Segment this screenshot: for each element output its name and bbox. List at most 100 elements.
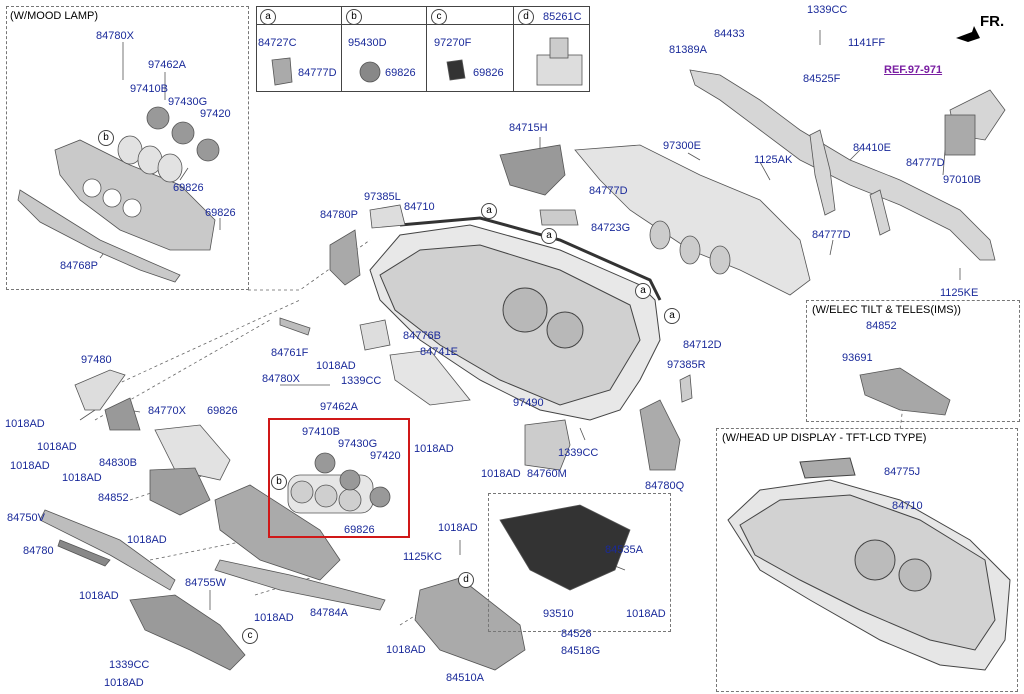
legend-d-part-1[interactable]: 85261C xyxy=(543,11,582,23)
part-label[interactable]: 84775J xyxy=(884,466,921,478)
legend-circle-c: c xyxy=(431,9,447,25)
legend-b-part-2[interactable]: 69826 xyxy=(385,67,416,79)
part-label[interactable]: 1339CC xyxy=(558,447,599,459)
part-label[interactable]: 84761F xyxy=(271,347,309,359)
part-label[interactable]: 1018AD xyxy=(62,472,102,484)
part-label[interactable]: 1018AD xyxy=(438,522,478,534)
callout-d: d xyxy=(458,572,474,588)
part-label[interactable]: 1141FF xyxy=(848,37,886,49)
part-label[interactable]: 69826 xyxy=(344,524,375,536)
part-label[interactable]: 1018AD xyxy=(254,612,294,624)
part-label[interactable]: 97430G xyxy=(338,438,378,450)
part-label[interactable]: 1018AD xyxy=(127,534,167,546)
part-label[interactable]: 84830B xyxy=(99,457,137,469)
front-label: FR. xyxy=(980,13,1005,30)
part-label[interactable]: 84510A xyxy=(446,672,484,684)
part-label[interactable]: 84760M xyxy=(527,468,567,480)
part-label[interactable]: 84750V xyxy=(7,512,45,524)
part-label[interactable]: 84780Q xyxy=(645,480,685,492)
part-label[interactable]: 97410B xyxy=(302,426,340,438)
part-label[interactable]: 1018AD xyxy=(386,644,426,656)
legend-a-part-2[interactable]: 84777D xyxy=(298,67,337,79)
part-label[interactable]: 1018AD xyxy=(414,443,454,455)
legend-icons xyxy=(271,37,583,86)
part-label[interactable]: 1125KE xyxy=(940,287,979,299)
part-label[interactable]: 1018AD xyxy=(316,360,356,372)
part-label[interactable]: 97462A xyxy=(148,59,186,71)
part-label[interactable]: 97490 xyxy=(513,397,544,409)
part-label[interactable]: 69826 xyxy=(205,207,236,219)
glove-box-group xyxy=(488,493,671,632)
elec-tilt-title: (W/ELEC TILT & TELES(IMS)) xyxy=(812,304,961,316)
part-label[interactable]: 1339CC xyxy=(109,659,150,671)
legend-c-part-1[interactable]: 97270F xyxy=(434,37,472,49)
part-label[interactable]: 84525F xyxy=(803,73,841,85)
legend-b-part-1[interactable]: 95430D xyxy=(348,37,387,49)
part-label[interactable]: 84780 xyxy=(23,545,54,557)
part-label[interactable]: 84776B xyxy=(403,330,441,342)
part-label[interactable]: 69826 xyxy=(207,405,238,417)
part-label[interactable]: 84852 xyxy=(98,492,129,504)
mood-lamp-parts xyxy=(17,106,220,283)
part-label[interactable]: 97420 xyxy=(370,450,401,462)
part-label[interactable]: 97410B xyxy=(130,83,168,95)
highlighted-group[interactable] xyxy=(268,418,410,538)
callout-a: a xyxy=(541,228,557,244)
part-label[interactable]: 84777D xyxy=(589,185,628,197)
part-label[interactable]: 84780P xyxy=(320,209,358,221)
part-label[interactable]: 84518G xyxy=(561,645,601,657)
main-crash-pad xyxy=(369,216,662,421)
part-label[interactable]: 97385L xyxy=(364,191,401,203)
part-label[interactable]: 1018AD xyxy=(5,418,45,430)
part-label[interactable]: 84852 xyxy=(866,320,897,332)
air-duct xyxy=(574,144,811,296)
part-label[interactable]: 84410E xyxy=(853,142,891,154)
part-label[interactable]: 1018AD xyxy=(10,460,50,472)
part-label[interactable]: 1018AD xyxy=(481,468,521,480)
part-label[interactable]: 84755W xyxy=(185,577,226,589)
part-label[interactable]: 1018AD xyxy=(37,441,77,453)
part-label[interactable]: 84723G xyxy=(591,222,631,234)
part-label[interactable]: 1339CC xyxy=(807,4,848,16)
part-label[interactable]: 84784A xyxy=(310,607,348,619)
part-label[interactable]: 84710 xyxy=(892,500,923,512)
part-label[interactable]: 1018AD xyxy=(104,677,144,689)
legend-circle-a: a xyxy=(260,9,276,25)
legend-c-part-2[interactable]: 69826 xyxy=(473,67,504,79)
part-label[interactable]: 84712D xyxy=(683,339,722,351)
part-label[interactable]: 84526 xyxy=(561,628,592,640)
part-label[interactable]: 84433 xyxy=(714,28,745,40)
part-label[interactable]: 84741E xyxy=(420,346,458,358)
part-label[interactable]: 93691 xyxy=(842,352,873,364)
part-label[interactable]: 97385R xyxy=(667,359,706,371)
part-label[interactable]: 1018AD xyxy=(626,608,666,620)
part-label[interactable]: 1125KC xyxy=(403,551,442,563)
ref-link[interactable]: REF.97-971 xyxy=(884,64,943,76)
part-label[interactable]: 84715H xyxy=(509,122,548,134)
part-label[interactable]: 84768P xyxy=(60,260,98,272)
misc-parts xyxy=(39,144,951,671)
part-label[interactable]: 97462A xyxy=(320,401,358,413)
part-label[interactable]: 84780X xyxy=(96,30,134,42)
legend-a-part-1[interactable]: 84727C xyxy=(258,37,297,49)
part-label[interactable]: 84777D xyxy=(812,229,851,241)
part-label[interactable]: 69826 xyxy=(173,182,204,194)
part-label[interactable]: 1018AD xyxy=(79,590,119,602)
part-label[interactable]: 81389A xyxy=(669,44,707,56)
mood-lamp-box xyxy=(6,6,249,290)
part-label[interactable]: 84710 xyxy=(404,201,435,213)
part-label[interactable]: 97420 xyxy=(200,108,231,120)
part-label[interactable]: 84770X xyxy=(148,405,186,417)
part-label[interactable]: 1339CC xyxy=(341,375,382,387)
part-label[interactable]: 84777D xyxy=(906,157,945,169)
part-label[interactable]: 97010B xyxy=(943,174,981,186)
cowl-cross-bar xyxy=(689,69,1006,261)
part-label[interactable]: 97480 xyxy=(81,354,112,366)
legend-circle-b: b xyxy=(346,9,362,25)
part-label[interactable]: 84535A xyxy=(605,544,643,556)
part-label[interactable]: 1125AK xyxy=(754,154,793,166)
part-label[interactable]: 97300E xyxy=(663,140,701,152)
part-label[interactable]: 84780X xyxy=(262,373,300,385)
part-label[interactable]: 93510 xyxy=(543,608,574,620)
part-label[interactable]: 97430G xyxy=(168,96,208,108)
